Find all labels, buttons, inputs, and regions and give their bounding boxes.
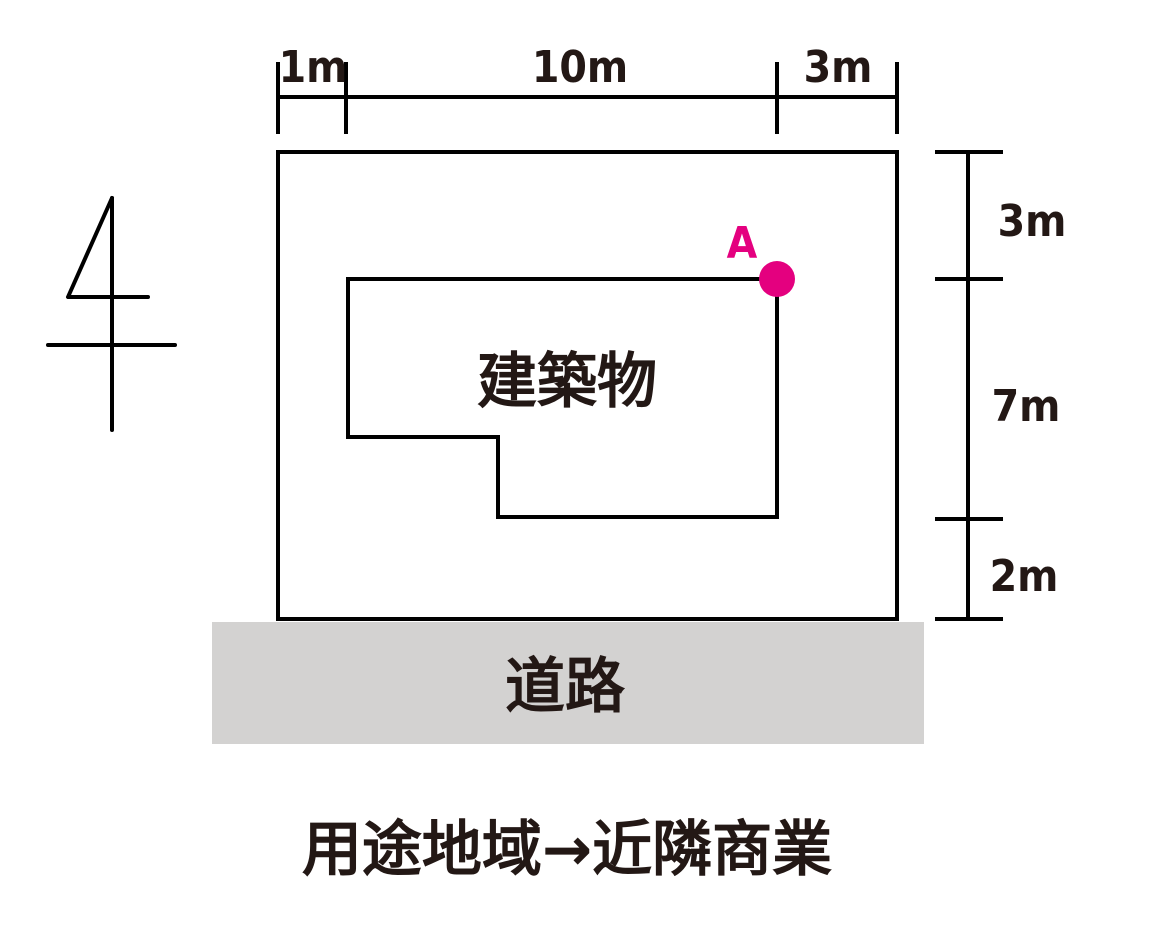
point-a-label: A bbox=[727, 218, 758, 269]
north-arrow-icon bbox=[46, 196, 177, 432]
building-label: 建築物 bbox=[477, 347, 657, 417]
right-dimension-line bbox=[935, 150, 1003, 621]
dimension-label-west-setback: 1m bbox=[279, 42, 348, 93]
road-label: 道路 bbox=[505, 652, 626, 722]
road bbox=[212, 622, 924, 744]
dimension-label-south-setback: 2m bbox=[990, 551, 1059, 602]
dimension-label-building-depth: 7m bbox=[992, 381, 1061, 432]
dimension-label-east-setback: 3m bbox=[804, 42, 873, 93]
dimension-label-building-width: 10m bbox=[532, 42, 628, 93]
point-a-marker bbox=[759, 261, 795, 297]
dimension-label-north-setback: 3m bbox=[998, 196, 1067, 247]
top-dimension-line bbox=[276, 62, 899, 134]
site-boundary bbox=[276, 150, 899, 621]
zoning-caption: 用途地域→近隣商業 bbox=[302, 815, 832, 885]
